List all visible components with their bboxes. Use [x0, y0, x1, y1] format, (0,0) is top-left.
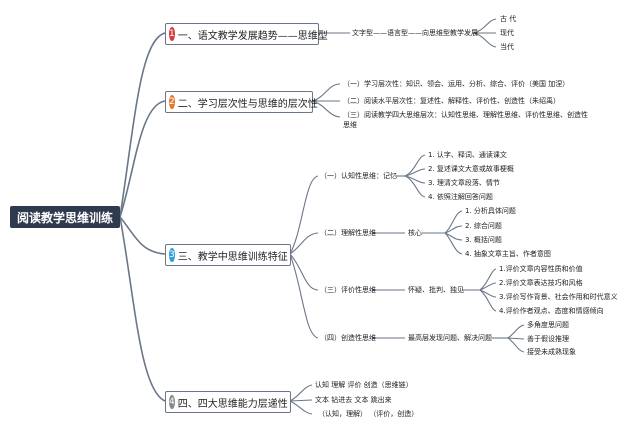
t4-line-2: 文本 钻进去 文本 跳出来 — [315, 396, 392, 404]
t2-item-3-wrap: 思维 — [343, 121, 357, 129]
t2-item-1: （一）学习层次性：知识、领会、运用、分析、综合、评价（美国 加涅） — [343, 80, 570, 88]
t3-creative-item-1: 多角度思问题 — [527, 321, 569, 329]
t3-cognitive-item-2: 2. 复述课文大意或故事梗概 — [428, 165, 514, 173]
t3-understanding-label: （二）理解性思维 — [320, 229, 376, 237]
topic-2-number-badge: 2 — [169, 95, 175, 109]
t3-understanding-item-3: 3. 概括问题 — [465, 236, 502, 244]
t3-evaluative-label: （三）评价性思维 — [320, 286, 376, 294]
t3-creative-item-3: 接受未成熟现象 — [527, 348, 576, 356]
t3-cognitive-label: （一）认知性思维：记忆 — [320, 172, 397, 180]
t3-cognitive-item-3: 3. 理清文章段落、情节 — [428, 179, 500, 187]
t4-line-3: （认知，理解） （评价，创造） — [318, 410, 419, 418]
topic-3: 3 三、教学中思维训练特征 — [165, 244, 291, 266]
topic-2-label: 二、学习层次性与思维的层次性 — [177, 98, 318, 110]
central-topic: 阅读教学思维训练 — [10, 206, 120, 228]
topic-1-number-badge: 1 — [169, 27, 175, 41]
t3-evaluative-item-3: 3.评价写作背景、社会作用和时代意义 — [499, 293, 618, 301]
t3-understanding-item-2: 2. 综合问题 — [465, 222, 502, 230]
topic-3-label: 三、教学中思维训练特征 — [177, 251, 288, 263]
topic-4-label: 四、四大思维能力层递性 — [177, 398, 288, 410]
topic-1: 1 一、语文教学发展趋势——思维型 — [165, 23, 328, 45]
t3-understanding-item-1: 1. 分析具体问题 — [465, 207, 516, 215]
t3-evaluative-item-4: 4.评价作者观点、态度和情感倾向 — [499, 307, 604, 315]
t2-item-3: （三）阅读教学四大思维层次：认知性思维、理解性思维、评价性思维、创造性 — [343, 111, 588, 119]
t2-item-2: （二）阅读水平层次性：复述性、解释性、评价性、创造性（朱绍禹） — [343, 97, 560, 105]
t3-creative-label: （四）创造性思维 — [320, 334, 376, 342]
topic-4-number-badge: 4 — [169, 395, 175, 409]
t3-creative-item-2: 善于假设推理 — [527, 335, 569, 343]
t3-evaluative-mid: 怀疑、批判、独见 — [408, 286, 464, 294]
t1-era-contemporary: 当代 — [500, 43, 514, 51]
t3-cognitive-item-4: 4. 依照注解回答问题 — [428, 193, 493, 201]
topic-4: 4 四、四大思维能力层递性 — [165, 391, 291, 413]
t3-cognitive-item-1: 1. 认字、释词、通读课文 — [428, 151, 507, 159]
topic-3-number-badge: 3 — [169, 248, 175, 262]
topic-2: 2 二、学习层次性与思维的层次性 — [165, 91, 318, 113]
t3-understanding-item-4: 4. 抽象文章主旨、作者意图 — [465, 250, 551, 258]
t1-era-modern: 现代 — [500, 29, 514, 37]
t4-line-1: 认知 理解 评价 创造（思维链） — [315, 381, 413, 389]
t1-era-ancient: 古 代 — [500, 15, 517, 23]
t3-creative-mid: 最高层发现问题、解决问题 — [408, 334, 492, 342]
topic-1-label: 一、语文教学发展趋势——思维型 — [177, 30, 328, 42]
t3-evaluative-item-1: 1.评价文章内容性质和价值 — [499, 265, 583, 273]
t1-chain: 文字型——语言型——向思维型教学发展 — [352, 29, 478, 37]
t3-understanding-core: 核心 — [408, 229, 422, 237]
t3-evaluative-item-2: 2.评价文章表达技巧和风格 — [499, 279, 583, 287]
